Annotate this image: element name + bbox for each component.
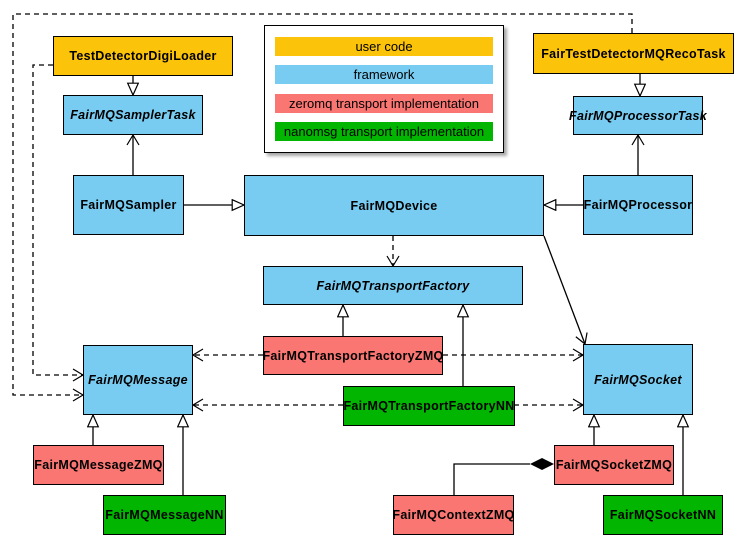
legend-label: nanomsg transport implementation [283, 123, 485, 139]
edge-socketzmq-contextzmq [453, 463, 530, 495]
class-box-contextzmq: FairMQContextZMQ [392, 495, 514, 535]
edge-recotask-message [12, 13, 633, 402]
legend-item-zeromq: zeromq transport implementation [275, 93, 493, 113]
class-box-socket: FairMQSocket [583, 344, 693, 415]
legend-item-framework: framework [275, 65, 493, 85]
class-box-factorynn: FairMQTransportFactoryNN [343, 386, 515, 426]
legend-item-user: user code [275, 37, 493, 56]
edge-digiloader-message [32, 64, 85, 382]
legend-label: user code [355, 39, 413, 54]
class-box-socketzmq: FairMQSocketZMQ [554, 445, 674, 485]
class-box-recotask: FairTestDetectorMQRecoTask [533, 33, 734, 74]
composition-diamond-icon [530, 458, 554, 470]
legend: user code framework zeromq transport imple… [264, 25, 504, 153]
class-box-processortask: FairMQProcessorTask [569, 96, 707, 135]
class-box-transportfactory: FairMQTransportFactory [263, 266, 523, 305]
class-box-factoryzmq: FairMQTransportFactoryZMQ [262, 336, 443, 375]
class-box-messagezmq: FairMQMessageZMQ [33, 445, 164, 485]
class-box-messagenn: FairMQMessageNN [103, 495, 226, 535]
class-box-processor: FairMQProcessor [583, 175, 693, 235]
class-box-digiloader: TestDetectorDigiLoader [53, 36, 233, 76]
legend-label: framework [353, 67, 415, 83]
class-box-device: FairMQDevice [244, 175, 544, 236]
class-box-socketnn: FairMQSocketNN [603, 495, 723, 535]
legend-label: zeromq transport implementation [288, 95, 480, 111]
legend-item-nanomsg: nanomsg transport implementation [275, 121, 493, 141]
class-box-message: FairMQMessage [83, 345, 193, 415]
class-box-samplertask: FairMQSamplerTask [63, 95, 203, 135]
class-box-sampler: FairMQSampler [73, 175, 184, 235]
edge-device-socket [543, 235, 588, 346]
